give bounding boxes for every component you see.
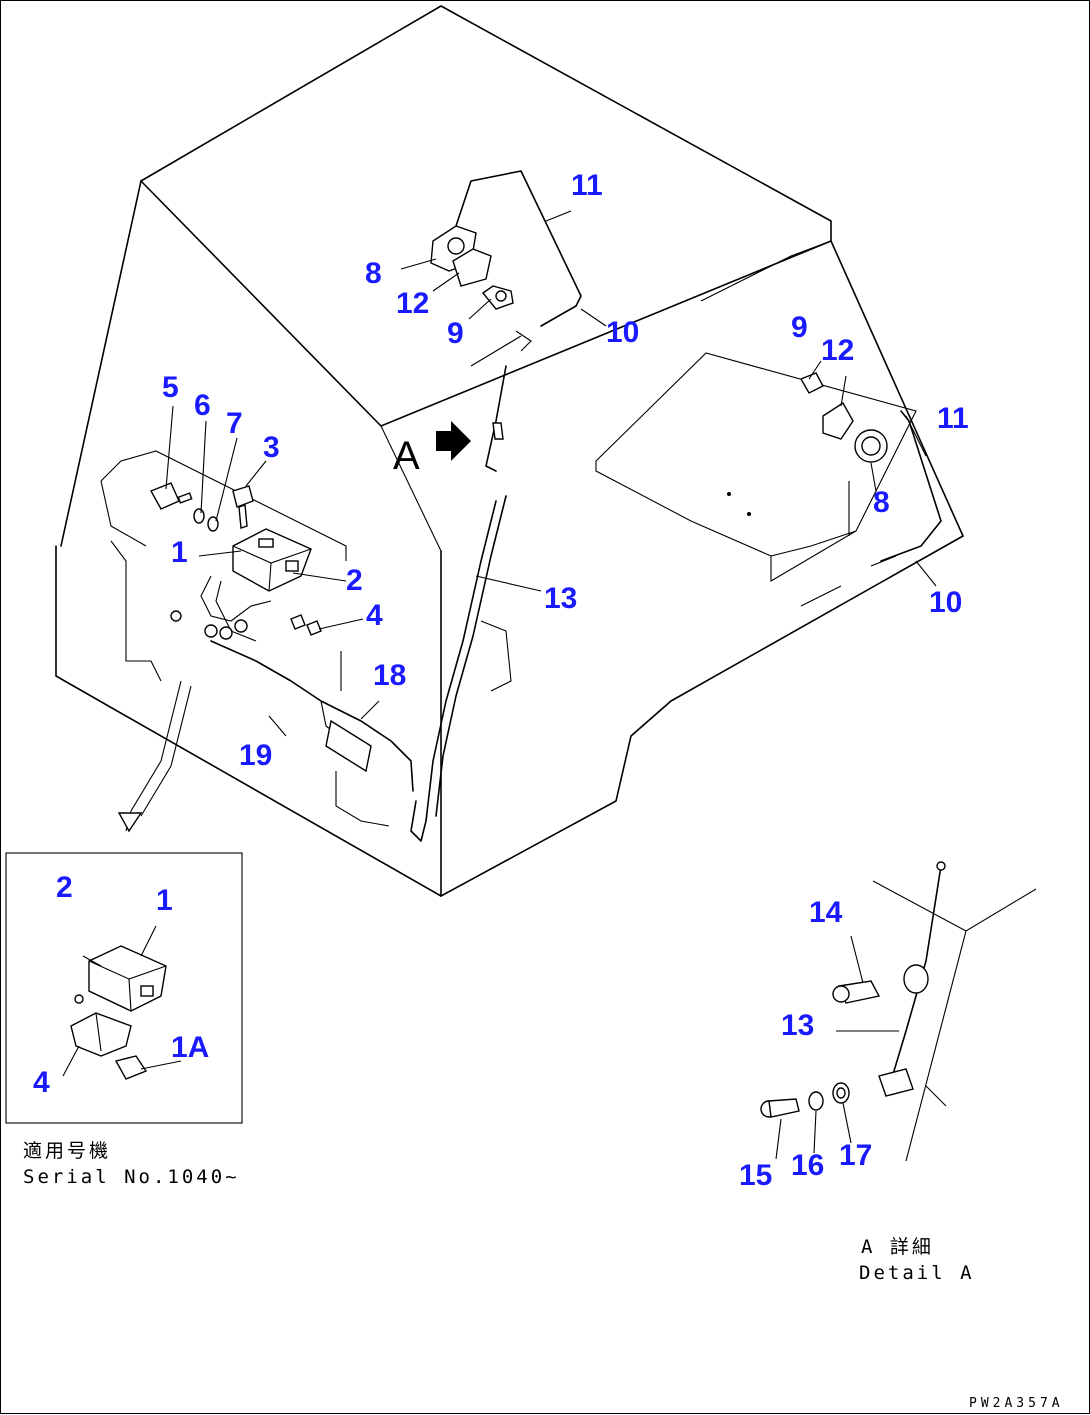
serial-inset-drawing (5, 852, 243, 1124)
callout-3: 3 (263, 431, 280, 464)
callout-8-right: 8 (873, 486, 890, 519)
callout-10-top: 10 (606, 316, 640, 349)
view-a-label: A (393, 434, 420, 478)
callout-6: 6 (194, 389, 211, 422)
callout-1-main: 1 (171, 536, 188, 569)
drawing-code: PW2A357A (969, 1396, 1064, 1411)
detail-a-title-jp: A 詳細 (861, 1236, 934, 1258)
view-arrow (436, 421, 471, 461)
callout-15: 15 (739, 1159, 773, 1192)
callout-2-main: 2 (346, 564, 363, 597)
callout-16: 16 (791, 1149, 825, 1182)
window-panel (595, 352, 917, 607)
callout-12-right: 12 (821, 334, 855, 367)
callout-13-main: 13 (544, 582, 578, 615)
callout-10-right: 10 (929, 586, 963, 619)
detail-a-drawing (760, 861, 1037, 1162)
callout-14: 14 (809, 896, 843, 929)
callout-9-right: 9 (791, 311, 808, 344)
callout-11-top: 11 (571, 169, 603, 202)
callout-8-top: 8 (365, 257, 382, 290)
callout-19: 19 (239, 739, 273, 772)
callout-9-top: 9 (447, 317, 464, 350)
callout-7: 7 (226, 407, 243, 440)
dome-light-parts-top (430, 225, 514, 310)
callout-12-top: 12 (396, 287, 430, 320)
callout-5: 5 (162, 371, 179, 404)
wiring-harness-top (455, 170, 582, 472)
leader-lines (62, 210, 937, 1160)
callout-4-inset: 4 (33, 1066, 50, 1099)
callout-11-right: 11 (937, 402, 969, 435)
detail-a-title: Detail A (859, 1262, 975, 1284)
dome-light-parts-right (799, 372, 942, 567)
callout-13-detail: 13 (781, 1009, 815, 1042)
callout-2-inset: 2 (56, 871, 73, 904)
callout-18: 18 (373, 659, 407, 692)
wiring-cable-13 (410, 495, 507, 842)
callout-17: 17 (839, 1139, 873, 1172)
callout-1a-inset: 1A (171, 1031, 210, 1064)
serial-note-jp: 適用号機 (23, 1140, 112, 1162)
callout-1-inset: 1 (156, 884, 173, 917)
controller-assembly (100, 450, 512, 833)
serial-note: Serial No.1040~ (23, 1166, 240, 1188)
cab-outline (55, 5, 964, 897)
callout-4-main: 4 (366, 599, 383, 632)
